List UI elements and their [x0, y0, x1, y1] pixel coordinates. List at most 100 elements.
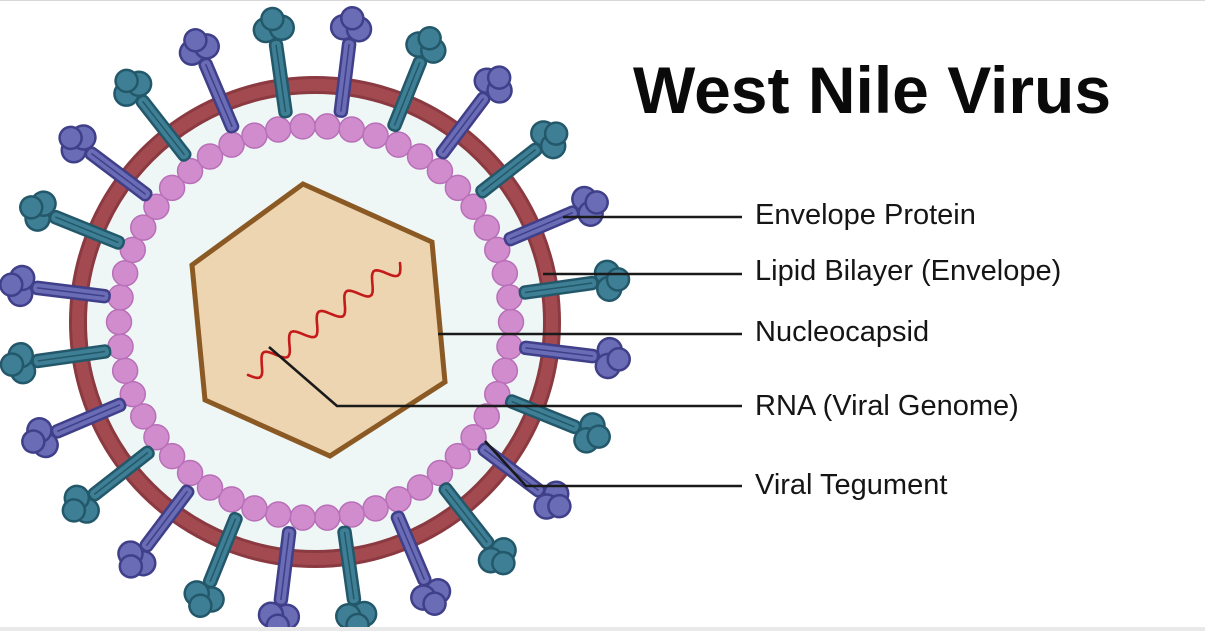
envelope-protein-spike [178, 28, 240, 134]
tegument-bead [119, 380, 147, 408]
tegument-bead [385, 131, 412, 158]
leader-viral-tegument [484, 440, 742, 488]
spike-head-lobe [114, 68, 139, 94]
envelope-protein-spike [503, 185, 609, 247]
spike-stalk-line [340, 43, 350, 112]
membrane-ring [72, 79, 558, 565]
envelope-protein-spike [0, 264, 111, 308]
spike-stalk-line [524, 282, 593, 294]
spike-head-lobe [61, 498, 87, 523]
label-rna: RNA (Viral Genome) [755, 390, 1019, 422]
tegument-bead [129, 403, 157, 430]
envelope-protein-spike [19, 190, 126, 250]
envelope-protein-spike [252, 6, 295, 119]
tegument-bead [176, 157, 204, 185]
tegument-bead [497, 308, 525, 336]
tegument-bead [314, 504, 341, 531]
spike-head-lobe [547, 493, 572, 519]
spike-head-lobe [491, 550, 516, 576]
spike-head-lobe [0, 272, 24, 297]
leader-lines [268, 215, 742, 488]
tegument-bead [289, 113, 316, 140]
envelope-protein-spike [113, 68, 192, 162]
spike-stalk-line [56, 404, 121, 433]
label-lipid-bilayer: Lipid Bilayer (Envelope) [755, 255, 1062, 287]
tegument-bead [289, 504, 316, 531]
envelope-protein-spike [435, 65, 513, 160]
tegument-bead [338, 501, 365, 528]
tegument-bead [362, 122, 389, 149]
tegument-bead [218, 486, 245, 513]
spike-stalk-line [525, 347, 594, 357]
label-envelope-protein: Envelope Protein [755, 199, 976, 231]
envelope-protein-spike [387, 26, 447, 133]
tegument-bead [496, 333, 523, 360]
tegument-bead [107, 333, 134, 360]
spike-head-lobe [584, 190, 609, 215]
spike-head-lobe [0, 352, 25, 377]
envelope-protein-spike [329, 6, 373, 118]
tegument-bead [491, 260, 519, 287]
envelope-protein-spike [438, 482, 517, 576]
spike-stalk-line [343, 531, 355, 600]
spike-head-lobe [19, 195, 44, 220]
leader-rna [268, 346, 742, 408]
spike-head-lobe [183, 28, 208, 53]
spike-head-lobe [260, 6, 285, 32]
spike-stalk-line [441, 97, 485, 154]
spike-stalk-line [393, 62, 421, 126]
spike-stalk-line [280, 532, 290, 601]
spike-head-lobe [422, 591, 447, 616]
spike-stalk-line [142, 100, 186, 156]
envelope-protein-spike [257, 526, 301, 631]
envelope-protein-spike [58, 124, 153, 202]
envelope-protein-spike [117, 484, 195, 579]
envelope-protein-spike [475, 120, 569, 199]
tegument-bead [241, 495, 268, 522]
spike-stalk-line [204, 63, 233, 128]
tegument-bead [265, 116, 292, 143]
spike-head-lobe [417, 26, 442, 51]
spike-head-lobe [606, 347, 631, 372]
tegument-bead [338, 116, 365, 143]
tegument-bead [426, 459, 454, 487]
spike-head-lobe [118, 554, 144, 579]
rna-strand [246, 261, 402, 380]
tegument-bead [473, 403, 501, 430]
tegument-bead [196, 474, 224, 501]
tegument-bead [444, 174, 472, 202]
spike-stalk-line [444, 488, 488, 544]
spike-head-lobe [543, 121, 569, 146]
tegument-bead [158, 174, 186, 202]
spike-stalk-line [397, 516, 426, 581]
envelope-protein-spike [390, 510, 452, 616]
bottom-border [0, 627, 1205, 631]
tegument-bead [460, 423, 487, 451]
tegument-bead [483, 236, 511, 264]
tegument-bead [218, 131, 245, 158]
spike-stalk-line [209, 518, 237, 582]
tegument-bead [473, 214, 501, 241]
spike-head-lobe [586, 424, 611, 449]
spike-head-lobe [58, 125, 83, 151]
tegument-bead [158, 442, 186, 470]
envelope-protein-spike [61, 445, 155, 524]
tegument-bead [385, 486, 412, 513]
tegument-bead [111, 260, 139, 287]
tegument-bead [105, 308, 133, 336]
spike-stalk-line [509, 211, 574, 240]
tegument-bead [362, 495, 389, 522]
envelope-protein-spike [0, 342, 112, 385]
tegument-bead [119, 236, 147, 264]
spike-head-lobe [188, 593, 213, 618]
top-border [0, 0, 1205, 1]
rna-genome [246, 261, 402, 380]
spike-stalk-line [90, 152, 147, 196]
tegument-bead [143, 193, 170, 221]
tegument-bead [406, 474, 434, 501]
tegument-bead [491, 357, 519, 384]
tegument-bead [143, 423, 170, 451]
envelope-protein-spike [183, 511, 243, 618]
label-nucleocapsid: Nucleocapsid [755, 316, 930, 348]
